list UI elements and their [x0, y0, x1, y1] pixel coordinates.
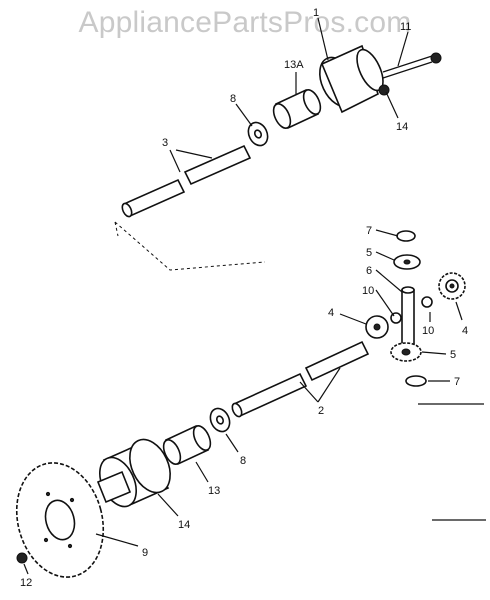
part-13-bushing [162, 424, 212, 466]
callout-10-right: 10 [422, 325, 434, 337]
part-13a-bushing [272, 88, 322, 130]
part-8-washer-bottom [209, 407, 231, 433]
part-3-shafts [121, 144, 252, 218]
part-4-gear-right [438, 272, 466, 300]
part-14-hub [96, 438, 171, 508]
part-9-sprocket [15, 462, 105, 578]
part-1-housing [319, 44, 384, 114]
callout-4-left: 4 [328, 307, 334, 319]
callout-7-top: 7 [366, 225, 372, 237]
callout-14-bottom: 14 [178, 519, 190, 531]
part-5-bevel-gear [390, 342, 422, 362]
part-6-pin [401, 286, 415, 347]
callout-10-left: 10 [362, 285, 374, 297]
part-7-clip-bottom [405, 375, 427, 387]
part-7-clip-top [396, 230, 416, 242]
part-5-washer-top [393, 254, 421, 270]
part-12-nut [16, 552, 28, 564]
callout-4-right: 4 [462, 325, 468, 337]
part-11-bolt [382, 52, 442, 79]
callout-6: 6 [366, 265, 372, 277]
part-4-gear-left [365, 315, 389, 339]
callout-13: 13 [208, 485, 220, 497]
callout-11: 11 [400, 21, 411, 33]
callout-3: 3 [162, 137, 168, 149]
leader-lines [23, 17, 463, 575]
part-10-washer-right [421, 296, 433, 308]
outline-dashed-upper [114, 221, 266, 271]
part-8-washer-top [247, 121, 269, 147]
callout-5-top: 5 [366, 247, 372, 259]
callout-5-bottom: 5 [450, 349, 456, 361]
callout-8-top: 8 [230, 93, 236, 105]
callout-1: 1 [313, 7, 319, 19]
callout-13a: 13A [284, 59, 304, 71]
callout-14-top: 14 [396, 121, 408, 133]
watermark: AppliancePartsPros.com [78, 6, 412, 39]
part-2-shafts [231, 340, 370, 418]
part-14-nut-top [378, 84, 399, 119]
callout-12: 12 [20, 577, 32, 589]
callout-9: 9 [142, 547, 148, 559]
callout-2: 2 [318, 405, 324, 417]
callout-8-bottom: 8 [240, 455, 246, 467]
callout-7-bottom: 7 [454, 376, 460, 388]
